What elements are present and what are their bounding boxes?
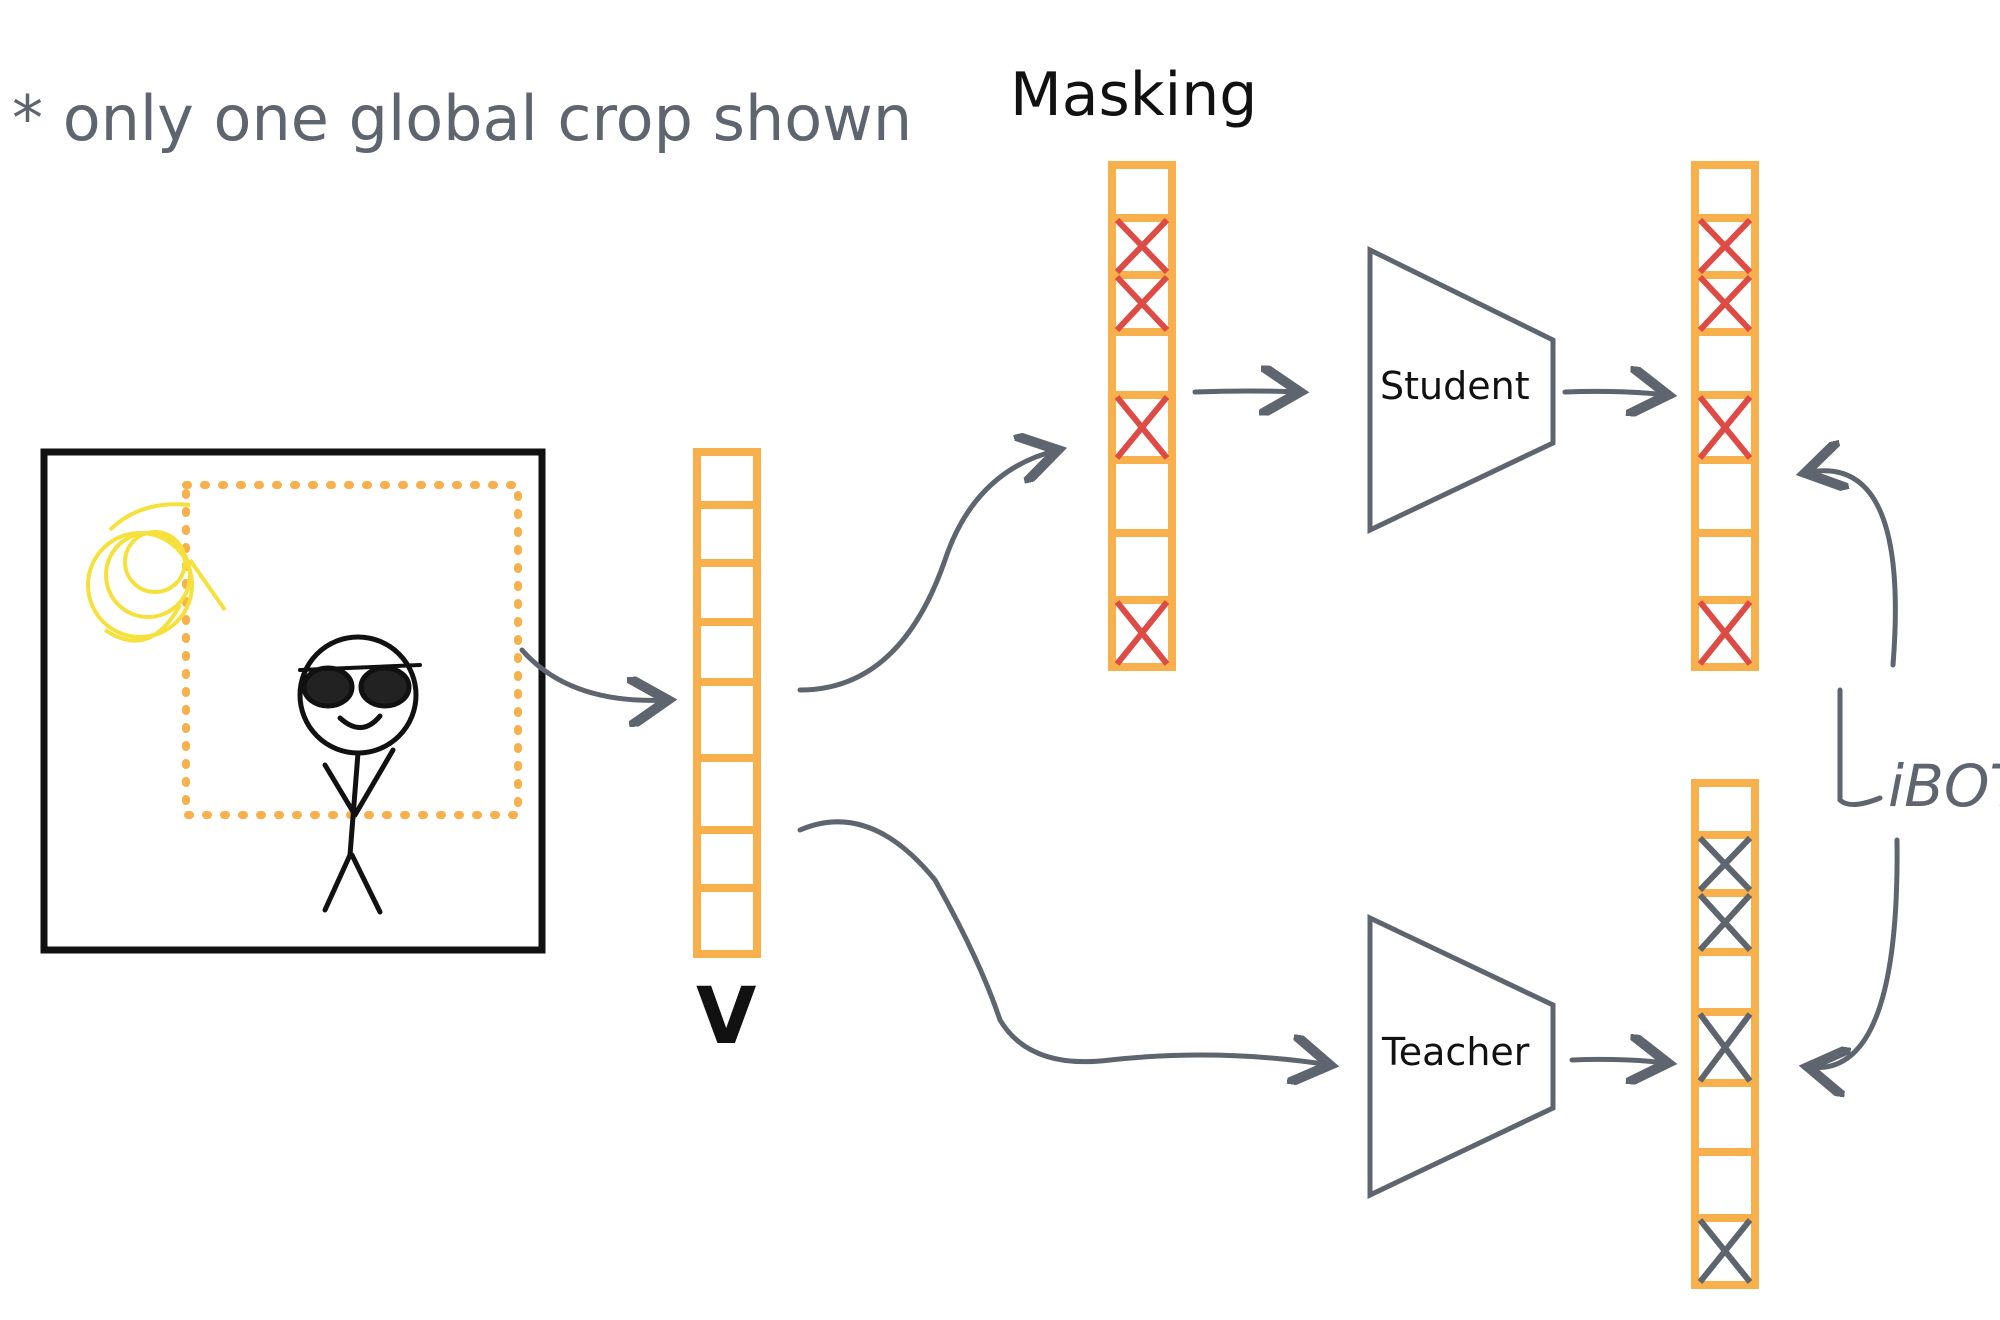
crop-to-vector-arrow — [519, 647, 668, 700]
student-input-mask-marks — [1114, 217, 1170, 666]
student-label: Student — [1380, 364, 1530, 408]
masking-to-student-arrow — [1192, 391, 1300, 392]
global-crop-box — [182, 481, 522, 819]
vector-to-masking-arrow — [797, 450, 1058, 693]
masking-title: Masking — [1010, 60, 1258, 130]
token-vector — [693, 448, 761, 958]
ibot-to-teacher-arrow — [1808, 837, 1900, 1068]
teacher-network-box — [1367, 914, 1556, 1199]
student-network-box — [1367, 245, 1556, 534]
student-input-tokens — [1108, 161, 1176, 671]
flow-arrows — [519, 391, 1900, 1068]
sun-icon — [86, 502, 227, 643]
student-output-mask-marks — [1697, 217, 1753, 666]
global-crop-note: * only one global crop shown — [12, 82, 913, 155]
student-to-output-arrow — [1562, 391, 1668, 395]
teacher-label: Teacher — [1382, 1030, 1530, 1074]
vector-to-teacher-arrow — [797, 819, 1330, 1065]
teacher-to-output-arrow — [1569, 1059, 1668, 1063]
ibot-bracket — [1837, 687, 1883, 807]
ibot-to-student-arrow — [1805, 471, 1898, 668]
teacher-output-tokens — [1691, 779, 1759, 1289]
token-vector-label: V — [696, 972, 757, 1062]
image-frame — [40, 448, 546, 954]
student-output-tokens — [1691, 161, 1759, 671]
teacher-output-mask-marks — [1697, 835, 1753, 1284]
stick-figure-icon — [297, 634, 422, 915]
ibot-loss-label: iBOT — [1888, 752, 2000, 820]
